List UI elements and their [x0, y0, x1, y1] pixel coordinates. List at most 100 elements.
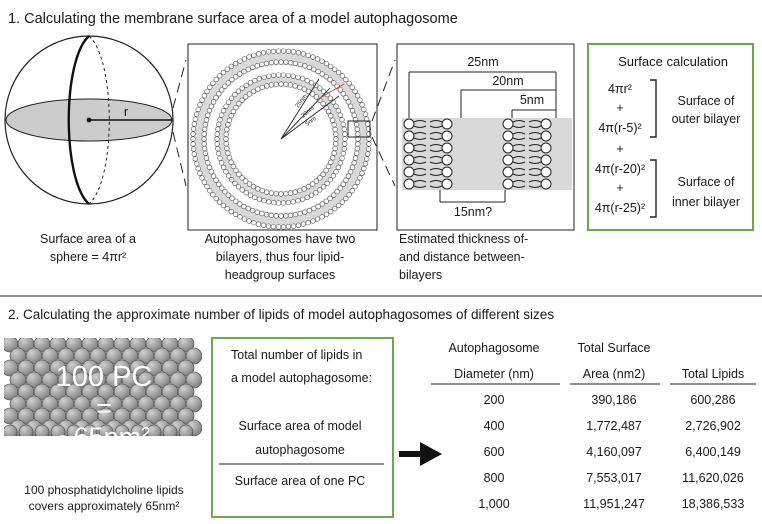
headgroup [285, 224, 292, 230]
headgroup [255, 86, 261, 92]
headgroup [348, 169, 354, 175]
headgroup [304, 77, 310, 84]
lipid-tail [512, 168, 526, 176]
headgroup [309, 181, 316, 187]
headgroup [335, 107, 341, 114]
headgroup [297, 84, 303, 90]
lipid-tail [528, 180, 542, 188]
headgroup [224, 66, 230, 72]
lipid-tail [528, 168, 542, 176]
headgroup [288, 212, 294, 218]
headgroup [287, 82, 294, 88]
headgroup [259, 61, 265, 68]
headgroup [250, 64, 256, 71]
headgroup [207, 188, 213, 194]
headgroup [246, 91, 253, 97]
headgroup [228, 159, 234, 165]
col-header-diameter-line1: Autophagosome [448, 341, 539, 355]
headgroup [295, 198, 301, 204]
headgroup [365, 121, 371, 127]
table-cell: 1,772,487 [586, 419, 642, 433]
lipid-head [441, 178, 453, 190]
headgroup [359, 170, 365, 176]
headgroup [233, 167, 239, 174]
patch-caption-line2: covers approximately 65nm² [29, 499, 180, 513]
headgroup [313, 178, 319, 184]
headgroup [224, 126, 230, 133]
headgroup [246, 54, 252, 60]
headgroup [331, 192, 337, 198]
headgroup [206, 108, 213, 114]
headgroup [297, 210, 303, 217]
label-15nm: 15nm? [454, 205, 492, 219]
headgroup [317, 175, 323, 181]
headgroup [327, 177, 333, 183]
lipid-tail [7, 435, 13, 436]
headgroup [236, 101, 242, 107]
headgroup [201, 141, 207, 147]
headgroup [223, 131, 229, 137]
headgroup [217, 73, 223, 79]
table-cell: 11,951,247 [583, 497, 645, 511]
headgroup [280, 200, 287, 206]
headgroup [201, 136, 207, 142]
headgroup [251, 52, 257, 58]
headgroup [195, 106, 201, 113]
headgroup [327, 77, 333, 83]
headgroup [266, 73, 272, 79]
headgroup [278, 59, 284, 65]
headgroup [241, 216, 248, 222]
headgroup [354, 146, 360, 152]
headgroup [213, 195, 219, 202]
headgroup [343, 76, 349, 83]
headgroup [354, 126, 360, 132]
headgroup [207, 84, 213, 90]
headgroup [232, 92, 238, 98]
headgroup [192, 116, 198, 122]
headgroup [309, 91, 316, 97]
lipid-head [403, 130, 415, 142]
headgroup [354, 121, 360, 128]
headgroup [261, 198, 267, 204]
headgroup [191, 151, 197, 157]
sphere-diagram: r [4, 35, 174, 205]
headgroup [305, 52, 311, 58]
headgroup [232, 61, 239, 67]
headgroup [346, 192, 352, 198]
headgroup [349, 188, 355, 194]
headgroup [256, 196, 262, 202]
headgroup [237, 201, 243, 207]
headgroup [339, 155, 345, 161]
headgroup [239, 187, 245, 193]
headgroup [213, 95, 219, 101]
headgroup [197, 102, 203, 108]
headgroup [323, 74, 329, 80]
headgroup [327, 95, 333, 101]
table-cell: 2,726,902 [685, 419, 741, 433]
headgroup [297, 188, 303, 194]
autophagosome-caption-line3: headgroup surfaces [225, 268, 336, 282]
headgroup [235, 88, 242, 94]
lipid-tail [528, 156, 542, 164]
headgroup [260, 222, 267, 228]
headgroup [306, 207, 312, 214]
headgroup [265, 49, 272, 55]
headgroup [326, 163, 332, 170]
headgroup [226, 173, 232, 179]
headgroup [216, 91, 222, 97]
headgroup [232, 211, 239, 217]
table-cell: 18,386,533 [682, 497, 745, 511]
zoom-lines-1 [172, 59, 187, 187]
headgroup [323, 61, 330, 67]
headgroup [226, 155, 232, 161]
headgroup [331, 122, 337, 128]
label-20nm: 20nm [492, 74, 523, 88]
headgroup [283, 59, 289, 65]
headgroup [268, 190, 275, 196]
headgroup [283, 213, 289, 219]
headgroup [352, 183, 358, 190]
zoom-box [347, 120, 371, 138]
headgroup [224, 206, 230, 212]
headgroup [210, 80, 216, 86]
